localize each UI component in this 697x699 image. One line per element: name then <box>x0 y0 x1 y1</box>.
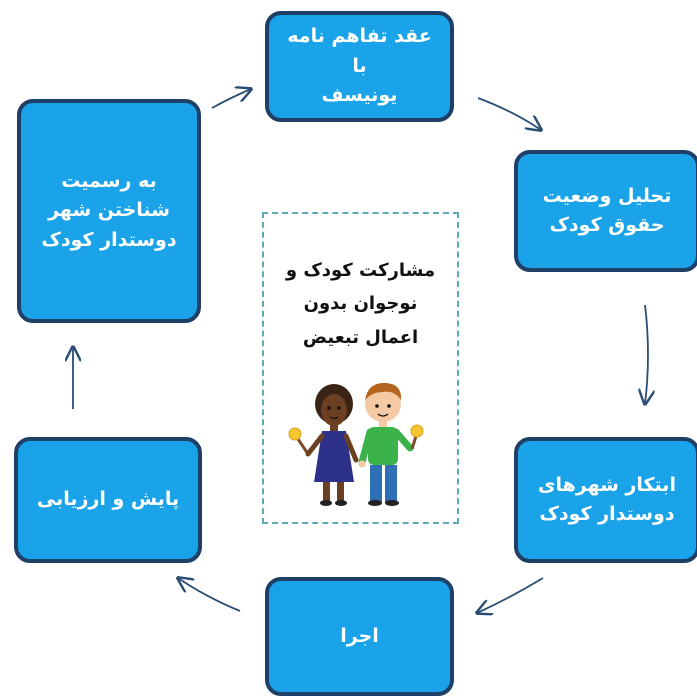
step-label-3: ابتکار شهرهای دوستدار کودک <box>538 473 676 525</box>
step-label-5: پایش و ارزیابی <box>36 488 180 511</box>
step-box-4: اجرا <box>265 577 454 696</box>
step-box-5: پایش و ارزیابی <box>14 437 202 563</box>
step-box-2: تحلیل وضعیت حقوق کودک <box>514 150 697 272</box>
arrow-1-to-2 <box>477 97 541 130</box>
step-box-6: به رسمیت شناختن شهر دوستدار کودک <box>17 99 201 323</box>
step-box-1: عقد تفاهم نامه با یونیسف <box>265 11 454 122</box>
arrow-4-to-5 <box>178 578 241 612</box>
center-panel: مشارکت کودک و نوجوان بدون اعمال تبعیض <box>262 212 459 524</box>
step-label-4: اجرا <box>340 624 379 647</box>
girl-figure <box>288 384 359 506</box>
arrow-2-to-3 <box>645 304 648 404</box>
center-title: مشارکت کودک و نوجوان بدون اعمال تبعیض <box>285 260 436 348</box>
step-label-6: به رسمیت شناختن شهر دوستدار کودک <box>41 169 177 251</box>
step-label-1: عقد تفاهم نامه با یونیسف <box>287 25 432 107</box>
step-label-2: تحلیل وضعیت حقوق کودک <box>542 184 672 236</box>
step-box-3: ابتکار شهرهای دوستدار کودک <box>514 437 697 563</box>
arrow-3-to-4 <box>477 577 544 613</box>
children-illustration <box>288 382 424 506</box>
arrow-6-to-1 <box>211 89 251 109</box>
boy-figure <box>358 382 424 506</box>
